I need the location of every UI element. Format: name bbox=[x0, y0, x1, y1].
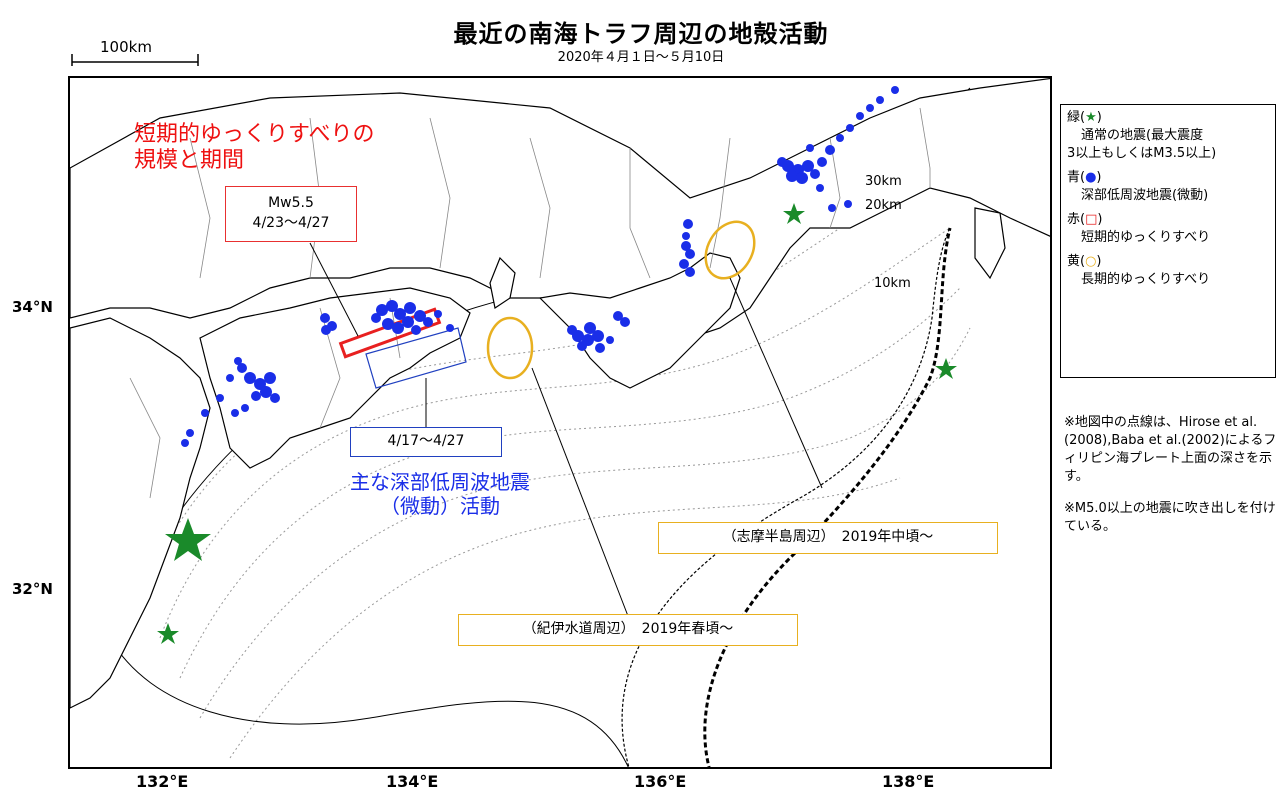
scale-bar bbox=[71, 54, 199, 66]
star-small-1 bbox=[157, 623, 179, 644]
izu-peninsula bbox=[974, 207, 1006, 280]
honshu bbox=[70, 78, 1050, 339]
kii-channel-ellipse bbox=[486, 316, 534, 380]
lon-label-132e: 132°E bbox=[136, 772, 189, 791]
yellow-circle-icon: ○ bbox=[1085, 254, 1097, 269]
short-sse-magnitude: Mw5.5 bbox=[268, 195, 314, 211]
note-callouts: ※M5.0以上の地震に吹き出しを付けている。 bbox=[1064, 501, 1276, 534]
tremor-heading: 主な深部低周波地震 （微動）活動 bbox=[350, 470, 530, 518]
outer-boundary bbox=[109, 637, 629, 767]
shikoku bbox=[199, 287, 471, 469]
shima-callout-box: （志摩半島周辺） 2019年中頃～ bbox=[658, 522, 998, 554]
short-sse-period: 4/23～4/27 bbox=[252, 215, 330, 231]
depth-label-30km: 30km bbox=[865, 174, 902, 189]
nankai-trough-line bbox=[703, 227, 952, 767]
legend: 緑(★) 通常の地震(最大震度 3以上もしくはM3.5以上) 青(●) 深部低周… bbox=[1060, 104, 1276, 378]
short-sse-heading: 短期的ゆっくりすべりの 規模と期間 bbox=[134, 122, 375, 173]
kyushu bbox=[70, 317, 211, 709]
nankai-trough-edge bbox=[621, 227, 951, 767]
star-small-2 bbox=[935, 358, 957, 379]
prefecture-borders bbox=[129, 107, 931, 499]
lat-label-34n: 34°N bbox=[12, 298, 53, 316]
map-title: 最近の南海トラフ周辺の地殻活動 bbox=[453, 20, 829, 48]
map-canvas bbox=[70, 78, 1050, 767]
lon-label-134e: 134°E bbox=[386, 772, 439, 791]
tremor-period-box: 4/17～4/27 bbox=[350, 427, 502, 457]
star-large bbox=[165, 518, 211, 561]
scale-label: 100km bbox=[100, 38, 152, 56]
lon-label-136e: 136°E bbox=[634, 772, 687, 791]
legend-blue: 青(●) 深部低周波地震(微動) bbox=[1067, 170, 1209, 203]
tremor-dots bbox=[181, 86, 899, 447]
depth-label-20km: 20km bbox=[865, 198, 902, 213]
kii-callout-box: （紀伊水道周辺） 2019年春頃～ bbox=[458, 614, 798, 646]
map-notes: ※地図中の点線は、Hirose et al.(2008),Baba et al.… bbox=[1064, 414, 1280, 550]
callout-lines bbox=[309, 242, 823, 617]
red-square-icon: □ bbox=[1085, 212, 1098, 227]
legend-green: 緑(★) 通常の地震(最大震度 3以上もしくはM3.5以上) bbox=[1067, 110, 1217, 161]
awaji-island bbox=[489, 256, 516, 309]
map-frame: 30km 20km 10km bbox=[68, 76, 1052, 769]
note-contours: ※地図中の点線は、Hirose et al.(2008),Baba et al.… bbox=[1064, 415, 1277, 484]
short-sse-callout-box: Mw5.5 4/23～4/27 bbox=[225, 186, 357, 242]
coastlines bbox=[70, 78, 1050, 709]
legend-yellow: 黄(○) 長期的ゆっくりすべり bbox=[1067, 254, 1211, 287]
depth-label-10km: 10km bbox=[874, 276, 911, 291]
map-subtitle: 2020年４月１日～５月10日 bbox=[557, 50, 725, 65]
shima-ellipse bbox=[704, 220, 756, 280]
earthquake-stars bbox=[157, 203, 957, 644]
plate-depth-contours bbox=[139, 167, 971, 759]
star-small-3 bbox=[783, 203, 805, 224]
lat-label-32n: 32°N bbox=[12, 580, 53, 598]
legend-red: 赤(□) 短期的ゆっくりすべり bbox=[1067, 212, 1211, 245]
tremor-activity-box bbox=[365, 327, 467, 389]
kii-peninsula bbox=[538, 252, 741, 389]
lon-label-138e: 138°E bbox=[882, 772, 935, 791]
blue-dot-icon: ● bbox=[1085, 170, 1097, 185]
green-star-icon: ★ bbox=[1085, 110, 1097, 125]
